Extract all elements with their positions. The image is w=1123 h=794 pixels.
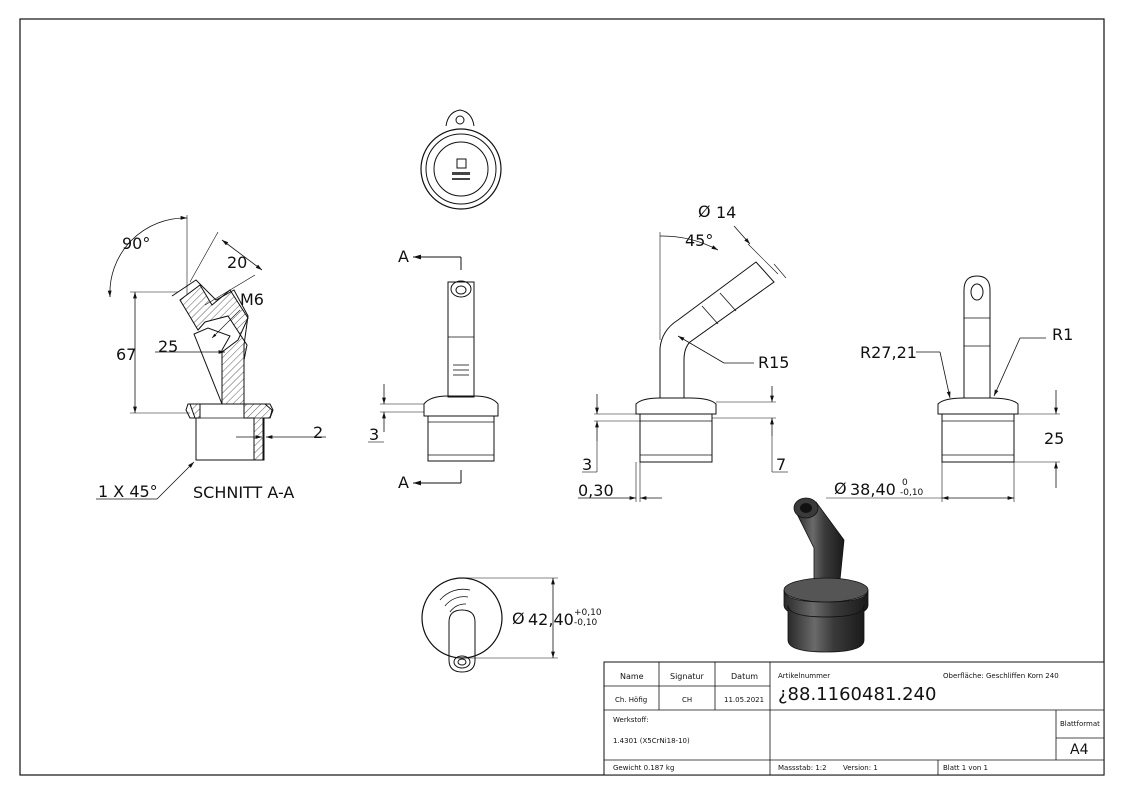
front-dim-3: 3: [369, 425, 379, 444]
height-67-label: 67: [116, 345, 136, 364]
side-dim-7: 7: [776, 455, 786, 474]
isometric-render: [783, 497, 869, 653]
section-mark-bottom: A: [398, 473, 409, 492]
section-view: 90° 20 M6 67 25 2 1 X 45° SCHNITT A-A: [96, 215, 326, 502]
tol-lower-4240: -0,10: [574, 618, 598, 628]
wall-2-label: 2: [313, 423, 323, 442]
thread-length-label: 20: [227, 253, 247, 272]
title-block: Name Signatur Datum Ch. Höfig CH 11.05.2…: [603, 661, 1105, 776]
artikelnummer-label: Artikelnummer: [778, 672, 830, 680]
werkstoff-label: Werkstoff:: [613, 716, 649, 724]
angle-90-label: 90°: [122, 234, 150, 253]
tol-upper-3840: 0: [902, 478, 908, 488]
height-25-label: 25: [1044, 429, 1064, 448]
side-view: Ø 14 45° R15 3 0,30 7: [578, 202, 789, 502]
radius-2721-label: R27,21: [860, 343, 917, 362]
blatt: Blatt 1 von 1: [943, 764, 988, 772]
side-dim-030: 0,30: [578, 481, 614, 500]
tol-upper-4240: +0,10: [574, 608, 602, 618]
offset-25-label: 25: [158, 337, 178, 356]
massstab: Massstab: 1:2: [778, 764, 827, 772]
diameter-4240-label: 42,40: [528, 610, 574, 629]
blattformat-label: Blattformat: [1060, 720, 1100, 728]
section-title: SCHNITT A-A: [193, 483, 294, 502]
front-view: A A 3: [368, 247, 499, 492]
value-name: Ch. Höfig: [615, 696, 647, 704]
thread-label: M6: [240, 290, 264, 309]
sheet-border: [19, 18, 1105, 776]
right-view: R27,21 R1 25 Ø 38,40 0 -0,10: [826, 275, 1073, 502]
logo-mark: [456, 158, 467, 169]
section-mark-top: A: [398, 247, 409, 266]
diameter-symbol-4240: Ø: [512, 609, 525, 628]
artikelnummer-value: ¿88.1160481.240: [778, 684, 936, 705]
header-datum: Datum: [731, 672, 758, 681]
tol-lower-3840: -0,10: [900, 488, 924, 498]
header-signatur: Signatur: [670, 672, 705, 681]
angle-45-label: 45°: [685, 231, 713, 250]
werkstoff-value: 1.4301 (X5CrNi18-10): [613, 737, 690, 745]
diameter-symbol-3840: Ø: [834, 479, 847, 498]
top-view: [420, 109, 502, 210]
gewicht: Gewicht 0.187 kg: [613, 764, 674, 772]
header-name: Name: [620, 672, 644, 681]
diameter-symbol-14: Ø: [698, 202, 711, 221]
diameter-3840-label: 38,40: [850, 480, 896, 499]
side-dim-3: 3: [582, 455, 592, 474]
bottom-view: Ø 42,40 +0,10 -0,10: [421, 577, 602, 673]
radius-15-label: R15: [758, 353, 789, 372]
diameter-14-label: 14: [716, 203, 736, 222]
oberflaeche: Oberfläche: Geschliffen Korn 240: [943, 672, 1059, 680]
radius-1-label: R1: [1052, 325, 1073, 344]
blattformat-value: A4: [1070, 742, 1089, 758]
value-signatur: CH: [682, 696, 692, 704]
chamfer-label: 1 X 45°: [98, 482, 158, 501]
version: Version: 1: [843, 764, 878, 772]
value-datum: 11.05.2021: [724, 696, 764, 704]
